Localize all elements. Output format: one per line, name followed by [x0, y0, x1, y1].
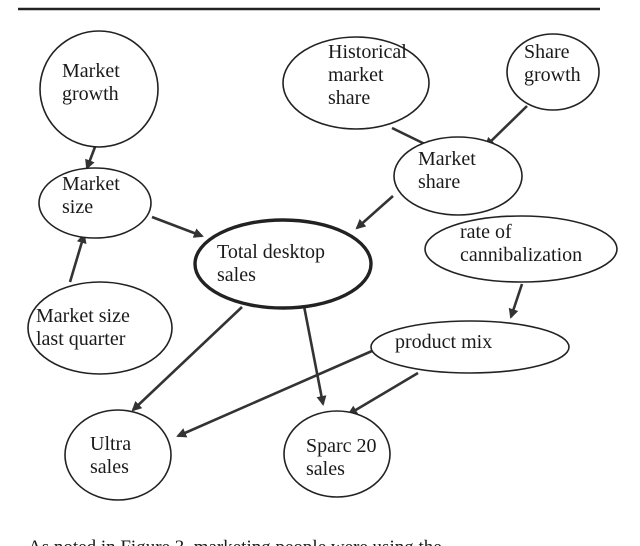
- node-label-line: Market size: [36, 305, 130, 327]
- node-shape-market-size-last-quarter: [27, 281, 173, 375]
- node-shape-total-desktop-sales: [193, 218, 373, 310]
- node-shape-historical-market-share: [282, 36, 430, 130]
- edge-product-mix-to-sparc-20-sales: [347, 371, 419, 416]
- caption-text: As noted in Figure 3, marketing people w…: [28, 537, 442, 546]
- edge-market-size-last-quarter-to-market-size: [68, 233, 87, 283]
- node-shape-ultra-sales: [64, 409, 172, 501]
- edge-rate-of-cannibalization-to-product-mix: [508, 283, 524, 319]
- edge-share-growth-to-market-share: [484, 105, 528, 148]
- edge-total-desktop-sales-to-ultra-sales: [131, 306, 243, 412]
- node-label-line: size: [62, 196, 93, 218]
- node-shape-market-size: [38, 167, 152, 239]
- node-label-line: Market: [62, 173, 120, 195]
- node-shape-share-growth: [506, 33, 600, 111]
- node-shape-market-share: [393, 136, 523, 216]
- node-label-line: rate of: [460, 221, 512, 243]
- node-label-line: sales: [306, 458, 345, 480]
- node-label-line: share: [328, 87, 370, 109]
- node-label-line: Share: [524, 41, 570, 63]
- node-label-line: Historical: [328, 41, 407, 63]
- node-label-line: last quarter: [36, 328, 126, 350]
- node-shape-product-mix: [370, 320, 570, 374]
- node-product-mix: product mix: [370, 320, 570, 374]
- node-label-line: market: [328, 64, 384, 86]
- node-label-line: product mix: [395, 331, 492, 353]
- node-label-line: sales: [217, 264, 256, 286]
- node-shape-sparc-20-sales: [283, 410, 391, 498]
- node-label-line: Total desktop: [217, 241, 325, 263]
- node-label-line: Sparc 20: [306, 435, 377, 457]
- node-label-line: cannibalization: [460, 244, 582, 266]
- node-shape-market-growth: [39, 30, 159, 148]
- node-label-line: Market: [418, 148, 476, 170]
- node-label-line: share: [418, 171, 460, 193]
- node-label-product-mix: product mix: [395, 331, 492, 353]
- node-label-line: growth: [524, 64, 581, 86]
- edge-market-share-to-total-desktop-sales: [355, 195, 394, 230]
- edge-market-size-to-total-desktop-sales: [151, 215, 204, 238]
- node-label-line: sales: [90, 456, 129, 478]
- node-label-line: Ultra: [90, 433, 131, 455]
- edge-product-mix-to-ultra-sales: [176, 349, 373, 438]
- node-label-line: growth: [62, 83, 119, 105]
- edge-total-desktop-sales-to-sparc-20-sales: [302, 305, 327, 406]
- node-shape-rate-of-cannibalization: [424, 215, 618, 283]
- node-label-line: Market: [62, 60, 120, 82]
